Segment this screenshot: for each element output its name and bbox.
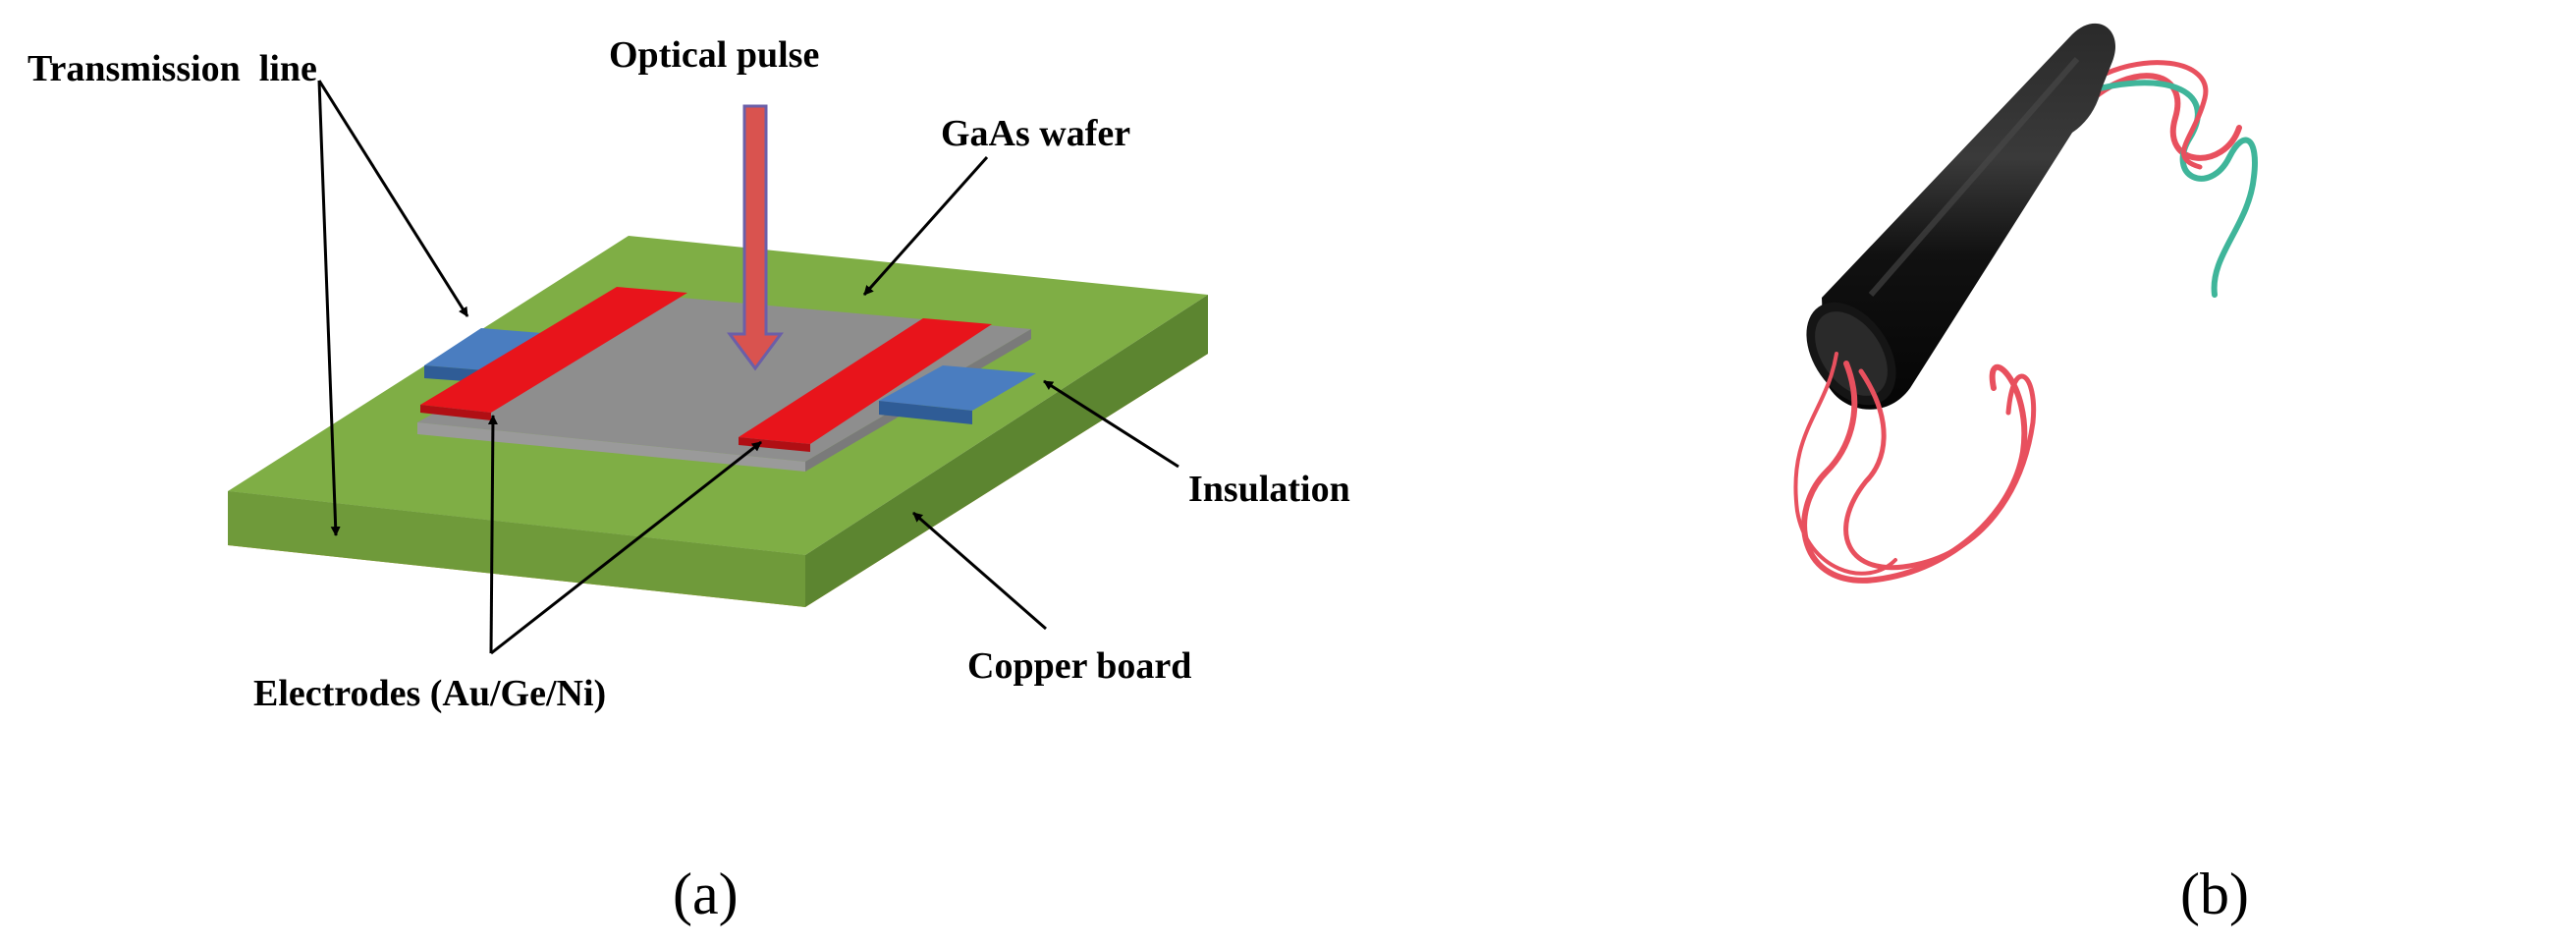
optical-pulse-label: Optical pulse (609, 34, 819, 76)
electrode-right (739, 318, 992, 452)
optical-pulse-arrow (727, 104, 784, 371)
top-wires (2079, 60, 2258, 298)
pointer-arrows (317, 80, 1179, 655)
tube-body (1806, 23, 2116, 410)
electrodes-label: Electrodes (Au/Ge/Ni) (253, 673, 606, 714)
panel-b-caption: (b) (2180, 862, 2249, 926)
panel-b-photo: (b) (1793, 23, 2258, 926)
copper-board-label: Copper board (967, 645, 1191, 687)
gaas-wafer-label: GaAs wafer (941, 113, 1130, 154)
transmission-line-label: Transmission line (27, 48, 317, 89)
electrode-left (420, 287, 687, 420)
panel-a-caption: (a) (673, 862, 739, 926)
insulation-label: Insulation (1188, 469, 1350, 510)
bottom-wires (1793, 352, 2037, 584)
transmission-line-right (879, 365, 1036, 424)
panel-a-diagram: Transmission line Optical pulse GaAs waf… (27, 34, 1350, 926)
